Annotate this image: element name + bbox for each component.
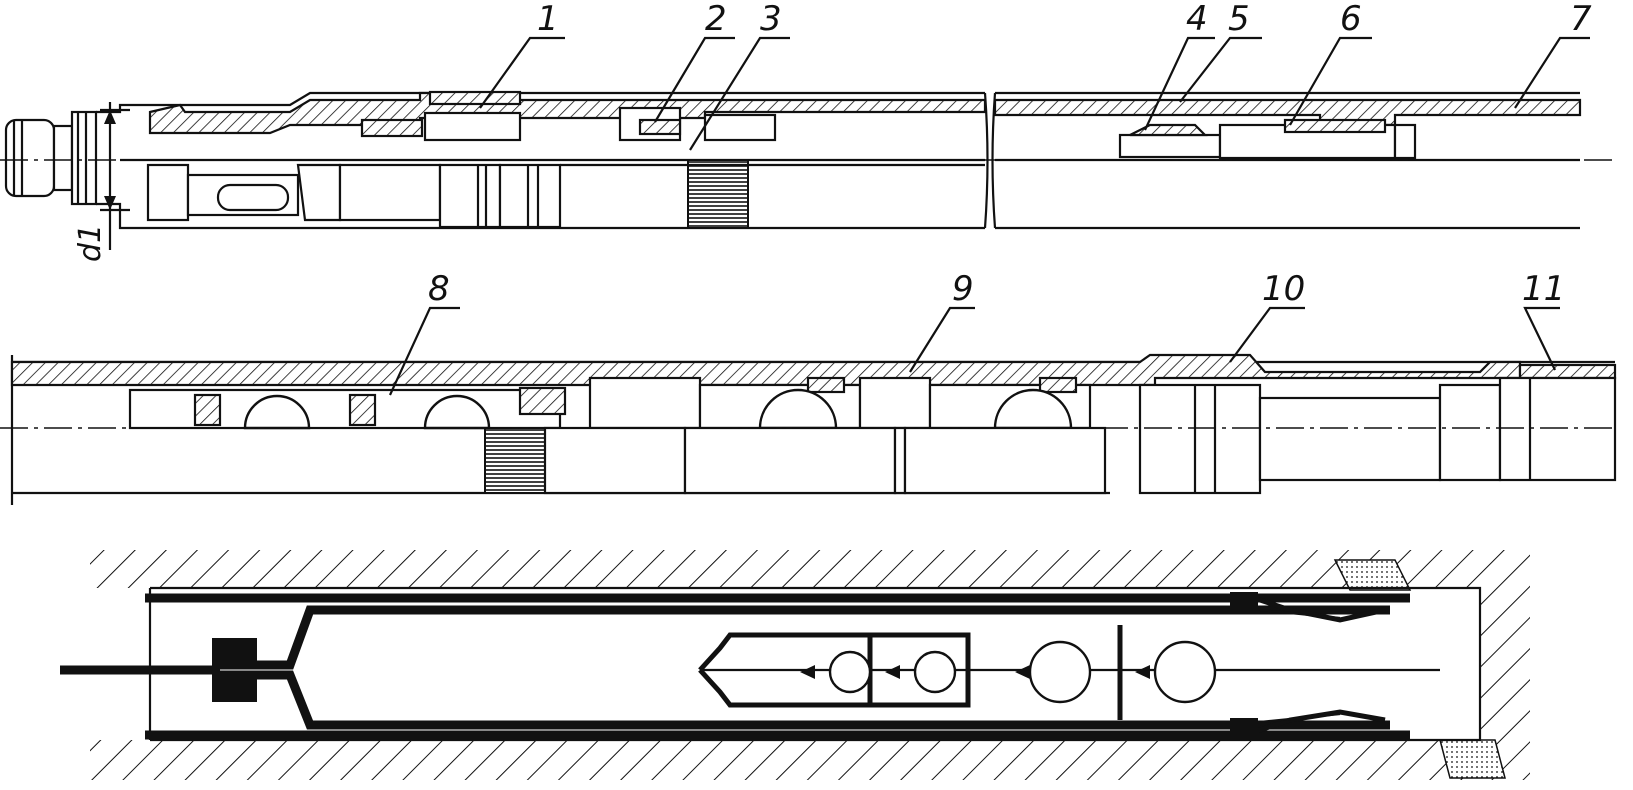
callout-4: 4	[1186, 0, 1208, 39]
callout-11: 11	[1522, 269, 1565, 309]
callout-2: 2	[705, 0, 727, 39]
callout-3: 3	[760, 0, 782, 39]
dimension-d1-label: d1	[73, 224, 108, 262]
callout-7: 7	[1570, 0, 1592, 39]
callout-10: 10	[1262, 269, 1305, 309]
upper-section-view	[0, 90, 1615, 250]
lower-section-view	[0, 353, 1617, 505]
callout-6: 6	[1340, 0, 1362, 39]
callout-leaders	[389, 36, 1590, 396]
callout-5: 5	[1228, 0, 1250, 39]
callout-1: 1	[537, 0, 559, 39]
callout-8: 8	[428, 269, 450, 309]
callout-labels: 1 2 3 4 5 6 7 8 9 10 11 d1	[73, 0, 1592, 309]
well-schematic	[60, 550, 1530, 780]
callout-9: 9	[952, 269, 974, 309]
